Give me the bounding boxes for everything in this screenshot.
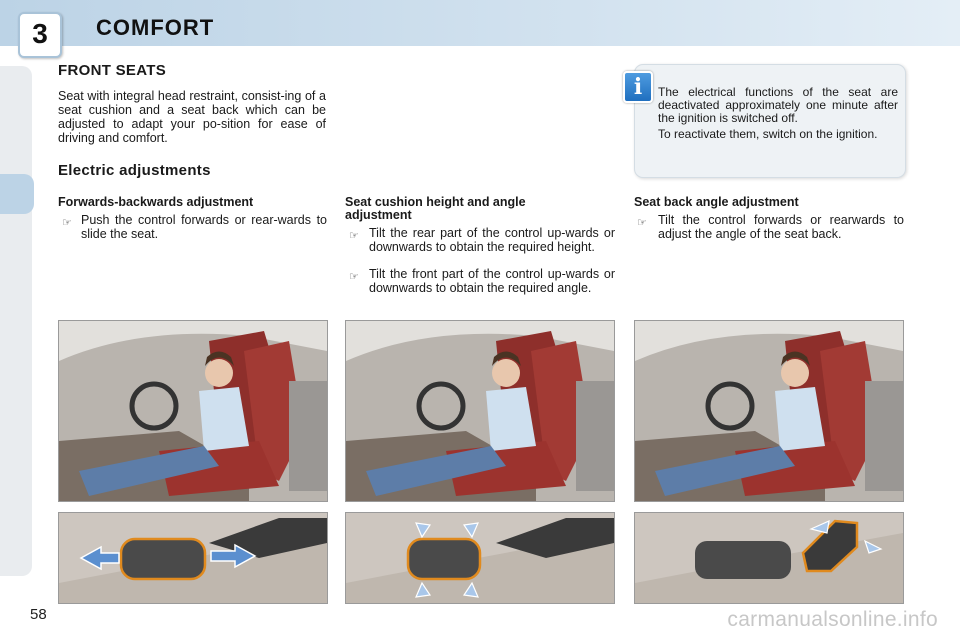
column-3-heading: Seat back angle adjustment — [634, 195, 799, 209]
seat-illustration-cushion-height-angle — [345, 320, 615, 502]
side-rail-active-tab — [0, 174, 34, 214]
page-number: 58 — [30, 606, 47, 623]
section-title: FRONT SEATS — [58, 62, 167, 79]
pointing-hand-icon: ☞ — [349, 271, 359, 283]
column-2-heading: Seat cushion height and angle adjustment — [345, 195, 526, 222]
info-text-2: To reactivate them, switch on the igniti… — [658, 127, 878, 141]
subsection-title: Electric adjustments — [58, 162, 211, 179]
column-2-bullet-2: Tilt the front part of the control up-wa… — [369, 267, 615, 295]
chapter-number: 3 — [32, 18, 48, 49]
chapter-tab: 3 — [18, 12, 62, 58]
watermark: carmanualsonline.info — [727, 608, 938, 631]
arrow-up-left-icon — [415, 522, 432, 539]
seat-illustration-seat-back-angle — [634, 320, 904, 502]
column-3-bullet-1: Tilt the control forwards or rearwards t… — [658, 213, 904, 241]
seat-illustration-forwards-backwards — [58, 320, 328, 502]
arrow-up-left-icon — [809, 519, 830, 534]
arrow-right-icon — [210, 543, 257, 569]
arrow-down-right-icon — [863, 539, 883, 554]
pointing-hand-icon: ☞ — [349, 230, 359, 242]
pointing-hand-icon: ☞ — [62, 217, 72, 229]
arrow-up-right-icon — [462, 522, 479, 539]
column-2-bullet-1: Tilt the rear part of the control up-war… — [369, 226, 615, 254]
intro-text: Seat with integral head restraint, consi… — [58, 89, 326, 145]
column-1-heading: Forwards-backwards adjustment — [58, 195, 254, 209]
arrow-down-left-icon — [415, 581, 432, 598]
info-text-1: The electrical functions of the seat are… — [658, 85, 898, 125]
control-detail-cushion-height-angle — [345, 512, 615, 604]
control-detail-seat-back-angle — [634, 512, 904, 604]
arrow-left-icon — [79, 545, 120, 571]
pointing-hand-icon: ☞ — [637, 217, 647, 229]
control-detail-forwards-backwards — [58, 512, 328, 604]
arrow-down-right-icon — [462, 581, 479, 598]
chapter-title: COMFORT — [96, 15, 215, 40]
info-icon: i — [623, 71, 653, 103]
side-rail — [0, 66, 32, 576]
column-1-bullet-1: Push the control forwards or rear-wards … — [81, 213, 327, 241]
header-band — [0, 0, 960, 46]
info-box — [634, 64, 906, 178]
